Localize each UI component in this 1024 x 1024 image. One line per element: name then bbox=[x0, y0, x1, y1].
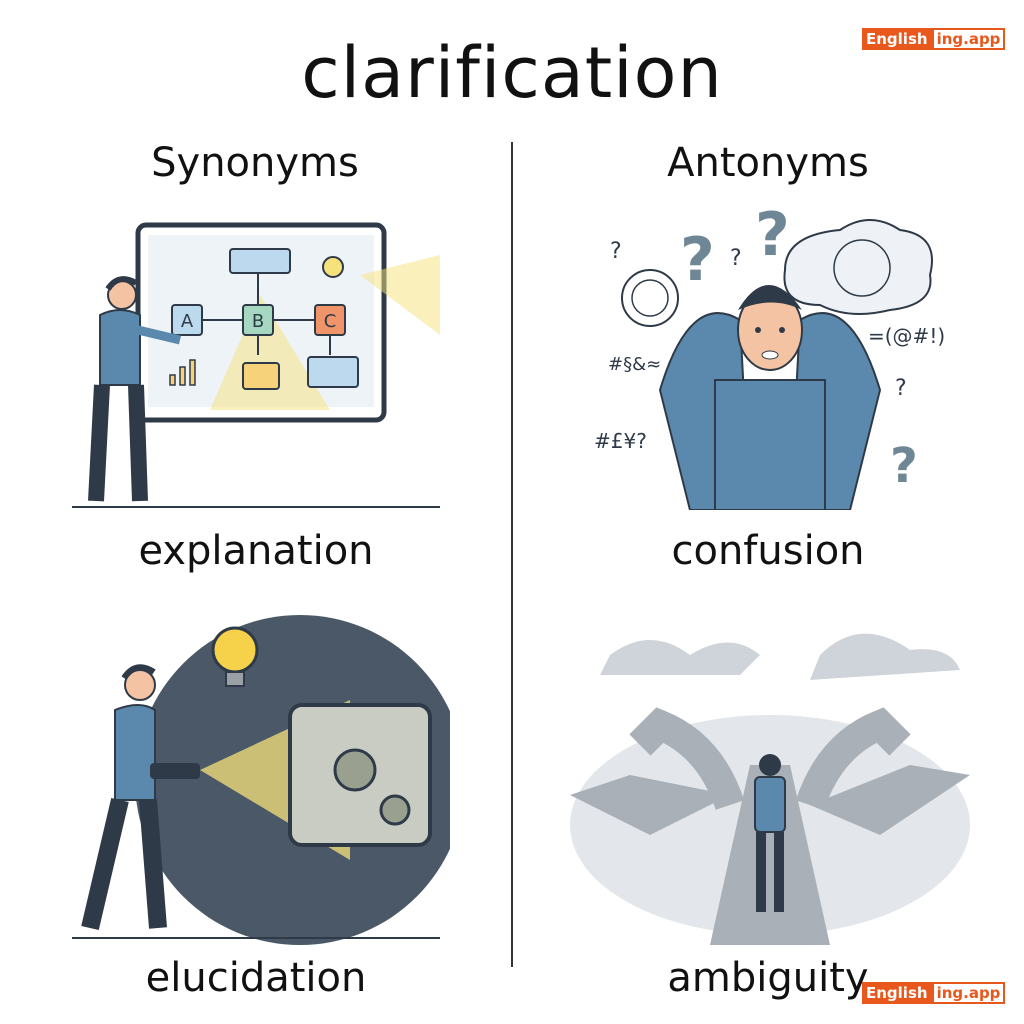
svg-text:?: ? bbox=[680, 225, 715, 295]
logo-text-english: English bbox=[862, 28, 932, 50]
column-divider bbox=[511, 142, 513, 967]
page-title: clarification bbox=[301, 32, 723, 114]
antonyms-heading: Antonyms bbox=[667, 140, 869, 186]
logo-text-ing-app: ing.app bbox=[931, 982, 1006, 1004]
synonym-elucidation: elucidation bbox=[145, 955, 367, 1001]
diagram-label-a: A bbox=[181, 311, 194, 332]
svg-text:?: ? bbox=[730, 246, 742, 271]
elucidation-illustration bbox=[72, 615, 450, 945]
svg-text:?: ? bbox=[755, 200, 790, 270]
antonym-confusion: confusion bbox=[671, 528, 865, 574]
synonyms-heading: Synonyms bbox=[151, 140, 359, 186]
symbol-text-3: #£¥? bbox=[594, 429, 647, 453]
diagram-label-c: C bbox=[324, 311, 337, 332]
symbol-text-1: =(@#!) bbox=[868, 324, 945, 348]
ambiguity-illustration bbox=[570, 633, 970, 945]
symbol-text-2: #§&≈ bbox=[608, 354, 661, 375]
confusion-illustration: ? ? ? ? ? =(@#!) #§&≈ ? #£¥? bbox=[594, 200, 945, 510]
svg-text:?: ? bbox=[895, 376, 907, 401]
logo-text-ing-app: ing.app bbox=[931, 28, 1006, 50]
synonym-explanation: explanation bbox=[138, 528, 374, 574]
explanation-illustration: A B C bbox=[72, 222, 440, 508]
svg-text:?: ? bbox=[610, 239, 622, 264]
diagram-label-b: B bbox=[252, 311, 264, 332]
logo-text-english: English bbox=[862, 982, 932, 1004]
svg-text:?: ? bbox=[890, 438, 918, 494]
antonym-ambiguity: ambiguity bbox=[667, 955, 869, 1001]
